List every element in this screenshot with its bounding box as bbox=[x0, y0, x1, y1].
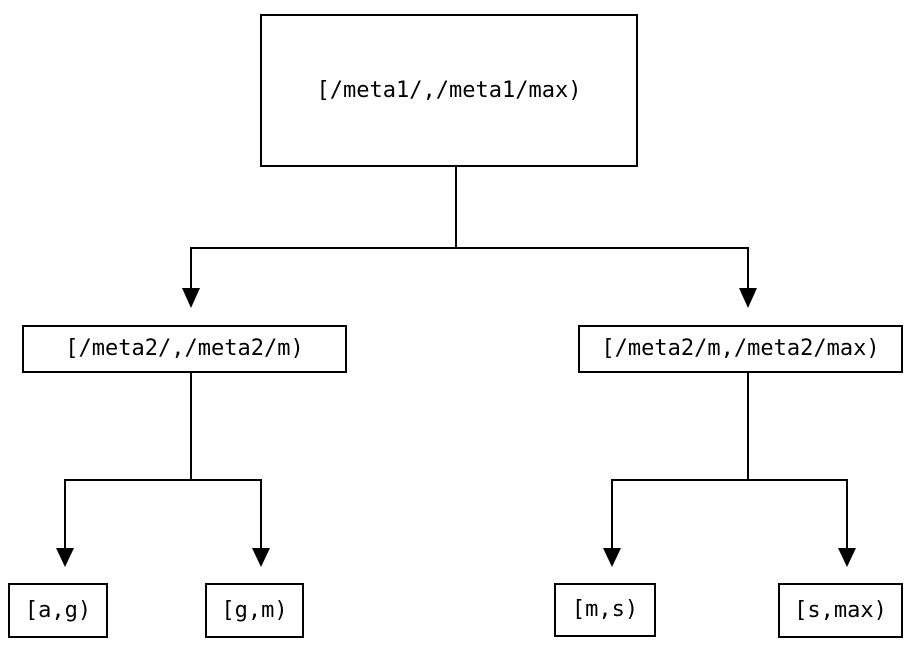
edge-right-to-leaf-smax bbox=[747, 373, 856, 567]
arrowhead-down-icon bbox=[838, 548, 856, 567]
edge-line bbox=[611, 373, 749, 548]
node-meta2-right-range: [/meta2/m,/meta2/max) bbox=[578, 325, 903, 373]
arrowhead-down-icon bbox=[603, 548, 621, 567]
edge-root-to-left bbox=[182, 167, 457, 308]
edge-line bbox=[747, 373, 848, 548]
edge-left-to-leaf-ag bbox=[56, 373, 192, 567]
edge-root-to-right bbox=[455, 167, 757, 308]
node-leaf-s-max-range: [s,max) bbox=[778, 583, 903, 638]
edge-line bbox=[190, 373, 262, 548]
edge-line bbox=[190, 167, 457, 288]
node-leaf-a-g-range: [a,g) bbox=[8, 583, 108, 638]
edge-line bbox=[64, 373, 192, 548]
edge-left-to-leaf-gm bbox=[190, 373, 270, 567]
arrowhead-down-icon bbox=[252, 548, 270, 567]
arrowhead-down-icon bbox=[56, 548, 74, 567]
arrowhead-down-icon bbox=[739, 288, 757, 308]
edge-right-to-leaf-ms bbox=[603, 373, 749, 567]
node-leaf-g-m-range: [g,m) bbox=[205, 583, 304, 638]
edge-line bbox=[455, 167, 749, 288]
node-leaf-m-s-range: [m,s) bbox=[554, 583, 656, 637]
arrowhead-down-icon bbox=[182, 288, 200, 308]
node-meta2-left-range: [/meta2/,/meta2/m) bbox=[22, 325, 347, 373]
node-root-meta1-range: [/meta1/,/meta1/max) bbox=[260, 14, 638, 167]
